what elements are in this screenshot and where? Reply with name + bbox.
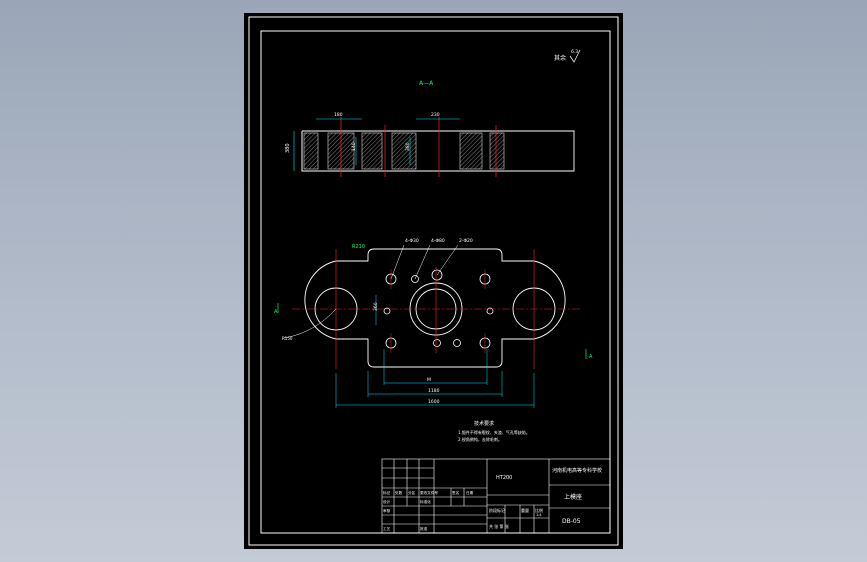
section-view — [293, 117, 575, 177]
view-mark-right: A — [589, 354, 593, 360]
tb-drawing-no: DB-05 — [562, 518, 581, 525]
dim-hole-spacing: 360 — [373, 302, 379, 311]
tech-req-line-2: 2.锐角倒钝，去除毛刺。 — [458, 436, 502, 442]
section-label: A—A — [419, 80, 434, 87]
tb-scale-hdr: 比例 — [535, 507, 543, 513]
dim-section-height: 380 — [285, 143, 291, 153]
hole-callout-3: 2-Φ20 — [459, 238, 473, 244]
tb-row-std: 标准化 — [420, 499, 431, 504]
tb-school: 河南机电高等专科学校 — [552, 467, 602, 474]
tb-rev-h4: 签名 — [452, 490, 460, 495]
cad-viewport[interactable]: 其余 6.3 A—A 380 180 230 140 — [244, 13, 623, 549]
tb-sheet-hdr: 共 张 第 张 — [489, 523, 509, 529]
tb-row-approve: 批准 — [420, 526, 428, 531]
tb-stage-hdr: 阶段标记 — [489, 507, 505, 513]
outer-border — [248, 16, 619, 546]
tb-row-craft: 工艺 — [383, 526, 391, 531]
tb-weight-hdr: 重量 — [521, 507, 529, 513]
hole-callout-2: 4-Φ80 — [431, 238, 445, 244]
cad-drawing: 其余 6.3 A—A 380 180 230 140 — [248, 16, 619, 546]
tech-req-line-1: 1.锻件不得有裂纹、夹渣、气孔等缺陷。 — [458, 429, 530, 435]
tb-material: HT200 — [496, 475, 512, 481]
tb-row-design: 设计 — [383, 499, 391, 504]
tech-req-title: 技术要求 — [474, 420, 494, 427]
tb-rev-h2: 分区 — [408, 490, 416, 495]
roughness-symbol-icon — [569, 49, 581, 63]
dim-section-depth-left: 140 — [351, 142, 357, 151]
dim-inner-width: M — [427, 377, 431, 383]
view-mark-left: A — [274, 309, 278, 315]
dim-1180: 1180 — [428, 388, 440, 394]
tb-rev-h5: 日期 — [466, 490, 474, 495]
roughness-value: 6.3 — [571, 49, 578, 55]
inner-border — [260, 30, 611, 534]
dim-1600: 1600 — [428, 399, 440, 405]
dim-section-depth-right: 380 — [405, 142, 411, 151]
title-block — [381, 458, 611, 534]
tb-part-name: 上模座 — [564, 493, 582, 501]
tb-scale-val: 1:4 — [536, 513, 542, 517]
plan-view — [277, 244, 587, 408]
hole-callout-1: 4-Φ30 — [405, 238, 419, 244]
roughness-note: 其余 — [554, 54, 566, 62]
tb-rev-h0: 标记 — [383, 490, 391, 495]
tb-rev-h3: 更改文件号 — [420, 490, 438, 495]
dim-corner-radius: R210 — [352, 244, 365, 250]
tb-row-review: 审核 — [383, 508, 391, 513]
left-ear-note: R150 — [282, 336, 293, 341]
dim-section-width-left: 180 — [334, 112, 343, 118]
dim-section-width-right: 230 — [431, 112, 440, 118]
tb-rev-h1: 处数 — [395, 490, 403, 495]
